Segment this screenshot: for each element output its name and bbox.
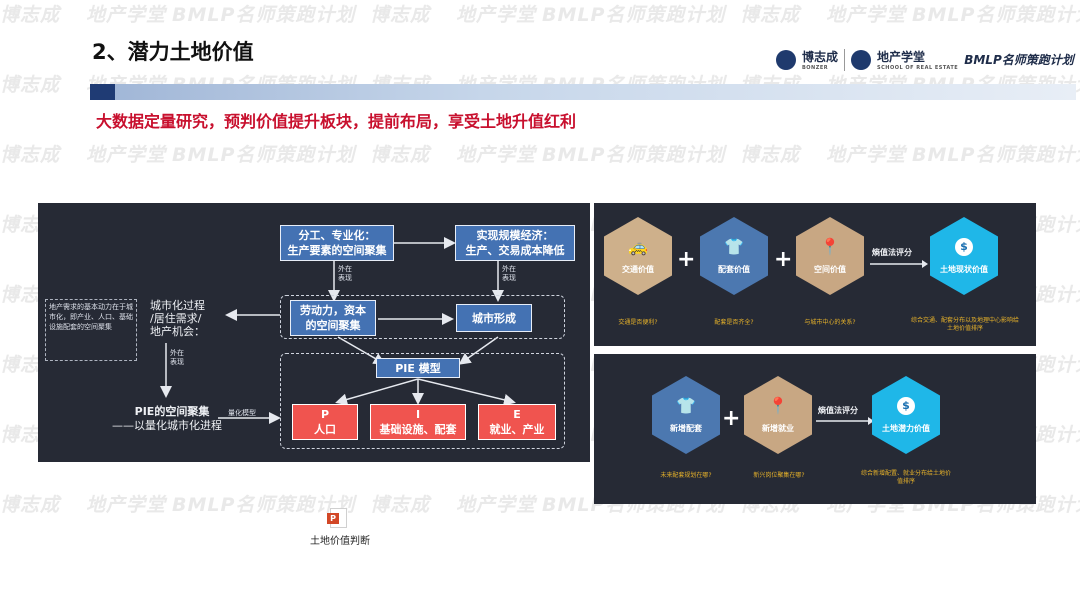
watermark-text: 地产学堂 [86, 4, 167, 26]
watermark-text: 博志成 [0, 144, 61, 166]
facility-value-label: 配套价值 [718, 264, 750, 274]
space-question: 与城市中心的关系? [804, 319, 856, 326]
watermark-text: BMLP名师策跑计划 [912, 144, 1080, 166]
division-box: 分工、专业化： 生产要素的空间聚集 [280, 225, 394, 261]
entropy-arrow-2 [816, 417, 874, 425]
employment-box: E 就业、产业 [478, 404, 556, 440]
page-subtitle: 大数据定量研究，预判价值提升板块，提前布局，享受土地升值红利 [96, 112, 577, 131]
title-rule-accent [90, 84, 115, 100]
traffic-value-label: 交通价值 [622, 264, 654, 274]
new-employment-question: 新兴岗位聚集在哪? [753, 472, 805, 479]
watermark-text: 博志成 [740, 144, 801, 166]
pie-spatial-subtitle: ——以量化城市化进程 [112, 419, 222, 432]
watermark-text: 地产学堂 [826, 4, 907, 26]
potential-value-panel: 👕 新增配套 + 📍 新增就业 熵值法评分 $ 土地潜力价值 未来配套规划在哪?… [594, 354, 1036, 504]
traffic-value-hex: 🚕 交通价值 [604, 217, 672, 295]
arrow-label-right: 外在 表现 [502, 265, 516, 282]
urban-process-label: 城市化过程 /居住需求/ 地产机会： [150, 299, 205, 338]
population-label: 人口 [314, 423, 336, 436]
current-value-note: 综合交通、配套分布以及地理中心影响给土地价值排序 [910, 317, 1019, 332]
quant-model-label: 量化模型 [228, 409, 256, 417]
pie-diagram-panel: 分工、专业化： 生产要素的空间聚集 实现规模经济： 生产、交易成本降低 外在 表… [38, 203, 590, 462]
new-employment-label: 新增就业 [762, 423, 794, 433]
pie-model-box: PIE 模型 [376, 358, 460, 378]
facility-question: 配套是否齐全? [714, 319, 754, 326]
watermark-text: 博志成 [370, 4, 431, 26]
current-value-panel: 🚕 交通价值 + 👕 配套价值 + 📍 空间价值 熵值法评分 $ 土地现状价值 … [594, 203, 1036, 346]
new-facility-label: 新增配套 [670, 423, 702, 433]
watermark-text: 地产学堂 [86, 494, 167, 516]
current-value-result-label: 土地现状价值 [940, 264, 988, 274]
logo-divider [844, 48, 846, 71]
dollar-icon: $ [897, 396, 915, 415]
shirt-icon: 👕 [724, 236, 744, 256]
arrow-label-left: 外在 表现 [338, 265, 352, 282]
watermark-text: 博志成 [370, 144, 431, 166]
location-pin-icon: 📍 [768, 395, 788, 415]
scale-economy-box: 实现规模经济： 生产、交易成本降低 [455, 225, 575, 261]
population-letter: P [320, 408, 330, 421]
watermark-text: 博志成 [0, 74, 61, 96]
infrastructure-box: I 基础设施、配套 [370, 404, 466, 440]
watermark-text: 博志成 [0, 494, 61, 516]
plus-sign: + [722, 406, 741, 431]
space-value-label: 空间价值 [814, 264, 846, 274]
school-logo-icon [851, 49, 872, 70]
watermark-text: BMLP名师策跑计划 [172, 144, 356, 166]
new-employment-hex: 📍 新增就业 [744, 376, 812, 454]
space-value-hex: 📍 空间价值 [796, 217, 864, 295]
infrastructure-label: 基础设施、配套 [379, 423, 457, 436]
current-value-result-hex: $ 土地现状价值 [930, 217, 998, 295]
watermark-text: 博志成 [740, 4, 801, 26]
infrastructure-letter: I [415, 408, 421, 421]
entropy-arrow [870, 260, 928, 268]
watermark-text: 地产学堂 [826, 144, 907, 166]
city-formation-box: 城市形成 [456, 304, 532, 332]
watermark-text: 地产学堂 [456, 494, 537, 516]
watermark-text: BMLP名师策跑计划 [172, 4, 356, 26]
new-facility-hex: 👕 新增配套 [652, 376, 720, 454]
watermark-text: 地产学堂 [456, 4, 537, 26]
aggregation-dashed-frame [280, 295, 565, 339]
taxi-icon: 🚕 [628, 236, 648, 256]
entropy-method-label: 熵值法评分 [872, 248, 912, 257]
potential-value-result-label: 土地潜力价值 [882, 423, 930, 433]
bonzer-logo-icon [776, 49, 796, 70]
page-title: 2、潜力土地价值 [92, 40, 254, 64]
employment-label: 就业、产业 [489, 423, 545, 436]
pie-diagram-arrows [160, 237, 516, 424]
traffic-question: 交通是否便利? [618, 319, 658, 326]
plus-sign: + [677, 247, 696, 272]
title-rule [90, 84, 1076, 100]
potential-value-result-hex: $ 土地潜力价值 [872, 376, 940, 454]
watermark-text: BMLP名师策跑计划 [542, 4, 726, 26]
side-note-box: 地产需求的基本动力在于城市化，即产业、人口、基础设施配套的空间聚集 [45, 299, 137, 361]
population-box: P 人口 [292, 404, 358, 440]
employment-letter: E [513, 408, 521, 421]
new-facility-question: 未来配套规划在哪? [660, 472, 712, 479]
shirt-icon: 👕 [676, 395, 696, 415]
watermark-text: 地产学堂 [86, 144, 167, 166]
pie-spatial-title: PIE的空间聚集 [134, 405, 210, 418]
powerpoint-file-icon[interactable]: P [327, 508, 347, 528]
plus-sign: + [774, 247, 793, 272]
location-pin-icon: 📍 [820, 236, 840, 256]
arrow-label-middle: 外在 表现 [170, 349, 184, 366]
watermark-text: 地产学堂 [456, 144, 537, 166]
attachment-label[interactable]: 土地价值判断 [310, 536, 370, 547]
bmlp-logo-text: BMLP名师策跑计划 [964, 53, 1074, 67]
pie-dashed-frame [280, 353, 565, 449]
dollar-icon: $ [955, 237, 973, 256]
labor-capital-box: 劳动力，资本 的空间聚集 [290, 300, 376, 336]
entropy-method-label-2: 熵值法评分 [818, 406, 858, 415]
watermark-text: BMLP名师策跑计划 [912, 4, 1080, 26]
facility-value-hex: 👕 配套价值 [700, 217, 768, 295]
watermark-text: 博志成 [0, 4, 61, 26]
potential-value-note: 综合新增配置、就业分布给土地价值排序 [860, 470, 951, 485]
watermark-text: BMLP名师策跑计划 [542, 144, 726, 166]
watermark-text: 博志成 [370, 494, 431, 516]
